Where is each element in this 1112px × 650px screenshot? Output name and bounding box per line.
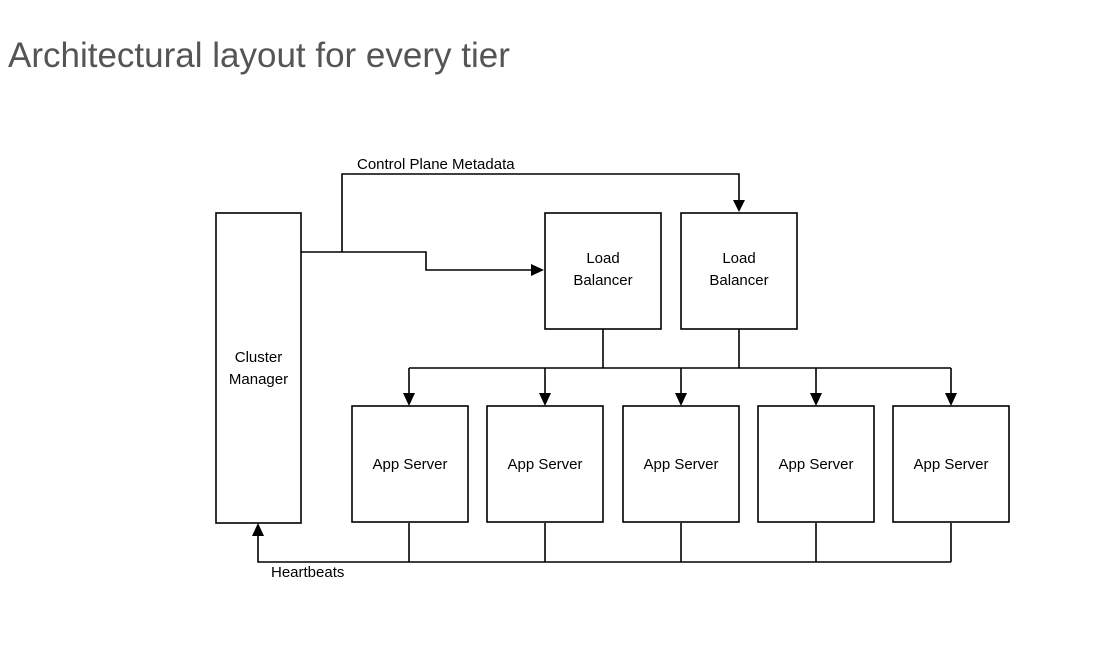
load-balancer-1-box <box>544 212 662 330</box>
load-balancer-1-label-line2: Balancer <box>573 272 632 289</box>
control-plane-connector <box>341 173 740 252</box>
app-server-3-box <box>622 405 740 523</box>
app-server-2-label: App Server <box>507 456 582 473</box>
heartbeat-arrowhead <box>252 523 264 536</box>
heartbeat-bus <box>257 536 951 563</box>
cluster-manager-label-line2: Manager <box>229 371 288 388</box>
app-server-1-arrowhead <box>403 393 415 406</box>
app-server-3-arrowhead <box>675 393 687 406</box>
slide-title: Architectural layout for every tier <box>8 36 510 75</box>
load-balancer-1-label-line1: Load <box>586 250 619 267</box>
app-server-3-label: App Server <box>643 456 718 473</box>
cluster-to-lb1-arrowhead <box>531 264 544 276</box>
cluster-manager-box <box>215 212 302 524</box>
cluster-to-lb1-connector <box>301 251 531 271</box>
cluster-manager-label-line1: Cluster <box>235 349 283 366</box>
control-plane-label: Control Plane Metadata <box>357 156 515 173</box>
app-server-5-box <box>892 405 1010 523</box>
app-server-4-label: App Server <box>778 456 853 473</box>
control-plane-arrowhead <box>733 200 745 212</box>
load-balancer-2-label-line1: Load <box>722 250 755 267</box>
load-balancer-2-box <box>680 212 798 330</box>
app-server-4-box <box>757 405 875 523</box>
app-server-5-label: App Server <box>913 456 988 473</box>
app-server-4-arrowhead <box>810 393 822 406</box>
app-server-1-label: App Server <box>372 456 447 473</box>
app-server-2-box <box>486 405 604 523</box>
heartbeats-label: Heartbeats <box>271 564 344 581</box>
app-server-2-arrowhead <box>539 393 551 406</box>
app-server-1-box <box>351 405 469 523</box>
app-server-5-arrowhead <box>945 393 957 406</box>
load-balancer-2-label-line2: Balancer <box>709 272 768 289</box>
